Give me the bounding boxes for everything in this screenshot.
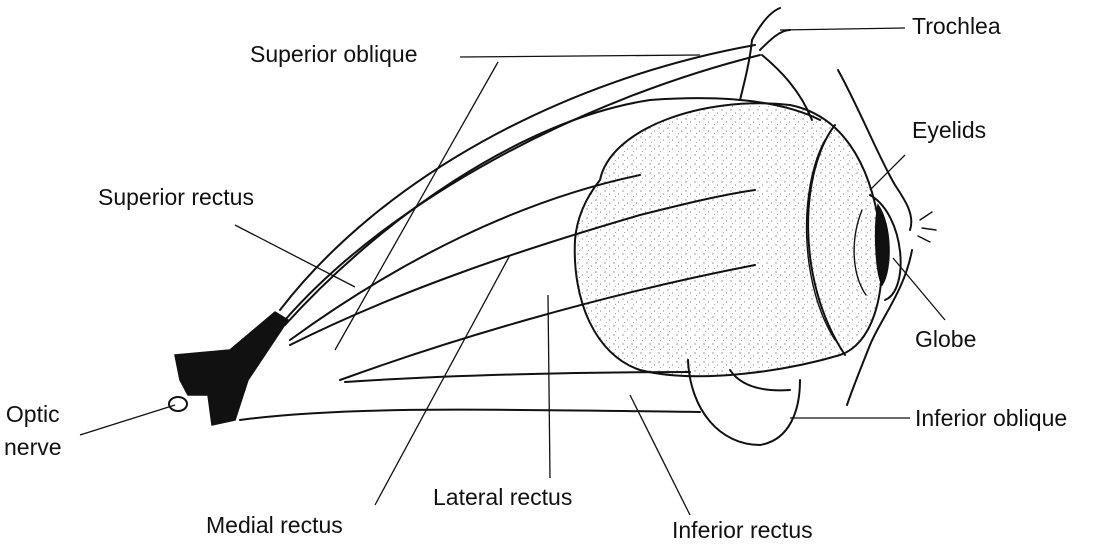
trochlea-shape: [739, 7, 791, 101]
rectus-muscle-bands: [239, 189, 756, 421]
label-eyelids: Eyelids: [912, 117, 987, 143]
label-trochlea: Trochlea: [912, 13, 1001, 39]
superior-rectus-muscle: [284, 97, 821, 341]
label-inferior-rectus: Inferior rectus: [672, 517, 813, 543]
superior-oblique-muscle: [279, 44, 813, 321]
eyelids-shape: [837, 69, 937, 406]
label-superior-rectus: Superior rectus: [98, 184, 254, 210]
label-globe: Globe: [915, 326, 977, 352]
label-medial-rectus: Medial rectus: [206, 512, 343, 538]
inferior-oblique-muscle: [687, 359, 801, 446]
label-inferior-oblique: Inferior oblique: [915, 405, 1068, 431]
label-lateral-rectus: Lateral rectus: [433, 484, 573, 510]
globe-shape: [573, 102, 902, 378]
label-optic-nerve: Optic nerve: [4, 401, 62, 461]
optic-nerve-shape: [168, 311, 290, 426]
label-superior-oblique: Superior oblique: [250, 41, 418, 67]
leader-lines: [79, 27, 946, 516]
